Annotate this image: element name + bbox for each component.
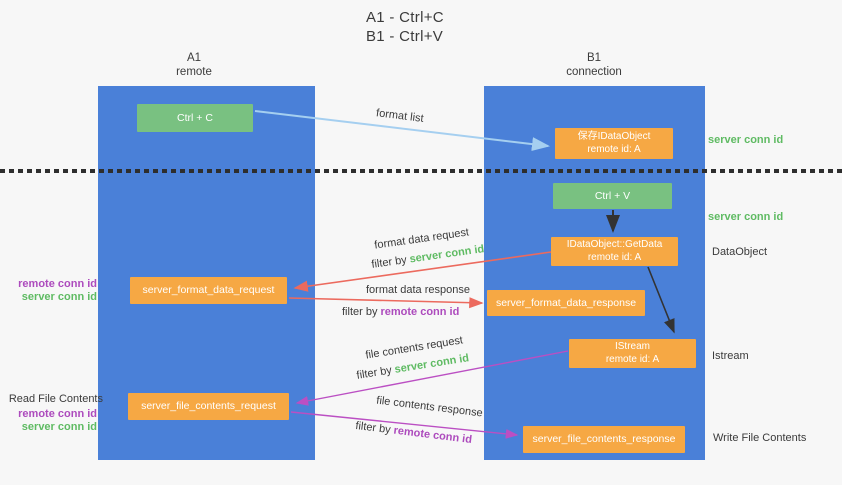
label-file-remote-conn-id: remote conn id xyxy=(18,408,97,420)
label-server-conn-id-top: server conn id xyxy=(708,134,784,146)
server-conn-id-value: server conn id xyxy=(393,352,470,376)
title-line-a1: A1 - Ctrl+C xyxy=(366,9,444,26)
column-a1-name: A1 xyxy=(186,52,202,64)
node-save-idataobject: 保存IDataObject remote id: A xyxy=(555,128,673,159)
node-istream: IStream remote id: A xyxy=(569,339,696,368)
node-istream-line2: remote id: A xyxy=(605,353,660,365)
node-server-format-data-response: server_format_data_response xyxy=(487,290,645,316)
label-dataobject: DataObject xyxy=(712,246,768,258)
node-ctrl-v: Ctrl + V xyxy=(553,183,672,209)
node-getdata-line2: remote id: A xyxy=(587,251,642,263)
column-header-a1: A1 remote xyxy=(144,51,244,79)
node-idataobject-getdata: IDataObject::GetData remote id: A xyxy=(551,237,678,266)
filter-by-text: filter by xyxy=(355,364,393,382)
node-format-response-label: server_format_data_response xyxy=(495,296,637,309)
label-format-data-response: format data response xyxy=(366,284,470,296)
arrow-format-data-response xyxy=(288,297,484,309)
column-header-b1: B1 connection xyxy=(544,51,644,79)
label-istream: Istream xyxy=(712,350,749,362)
column-b1-name: B1 xyxy=(586,52,602,64)
label-file-contents-response: file contents response xyxy=(375,394,484,420)
filter-by-text: filter by xyxy=(370,254,408,271)
session-divider-dotted-line xyxy=(0,169,842,173)
label-format-server-conn-id: server conn id xyxy=(21,291,97,303)
node-ctrl-c-label: Ctrl + C xyxy=(177,111,213,124)
title-line-b1: B1 - Ctrl+V xyxy=(366,28,444,45)
server-conn-id-value: server conn id xyxy=(408,243,485,266)
label-read-file-contents: Read File Contents xyxy=(8,393,103,405)
label-format-remote-conn-id: remote conn id xyxy=(18,278,97,290)
label-format-list: format list xyxy=(375,107,425,125)
filter-by-text: filter by xyxy=(342,306,378,318)
node-save-idataobject-line1: 保存IDataObject xyxy=(577,131,651,142)
node-getdata-line1: IDataObject::GetData xyxy=(566,239,663,250)
remote-conn-id-value: remote conn id xyxy=(392,424,473,447)
label-file-server-conn-id: server conn id xyxy=(21,421,97,433)
node-save-idataobject-line2: remote id: A xyxy=(587,143,641,155)
node-ctrl-v-label: Ctrl + V xyxy=(594,189,631,202)
label-server-conn-id-mid: server conn id xyxy=(708,211,784,223)
node-server-file-contents-request: server_file_contents_request xyxy=(128,393,289,420)
node-file-response-label: server_file_contents_response xyxy=(532,433,676,445)
diagram-title: A1 - Ctrl+C B1 - Ctrl+V xyxy=(366,8,476,46)
node-ctrl-c: Ctrl + C xyxy=(137,104,253,132)
node-file-request-label: server_file_contents_request xyxy=(141,400,276,412)
node-server-file-contents-response: server_file_contents_response xyxy=(523,426,685,453)
node-format-request-label: server_format_data_request xyxy=(142,284,275,296)
node-istream-line1: IStream xyxy=(614,341,650,352)
remote-conn-id-value: remote conn id xyxy=(380,306,460,318)
node-server-format-data-request: server_format_data_request xyxy=(130,277,287,304)
column-b1-subtitle: connection xyxy=(566,66,622,78)
label-write-file-contents: Write File Contents xyxy=(713,432,807,444)
column-a1-subtitle: remote xyxy=(176,66,212,78)
filter-by-text: filter by xyxy=(354,419,392,437)
